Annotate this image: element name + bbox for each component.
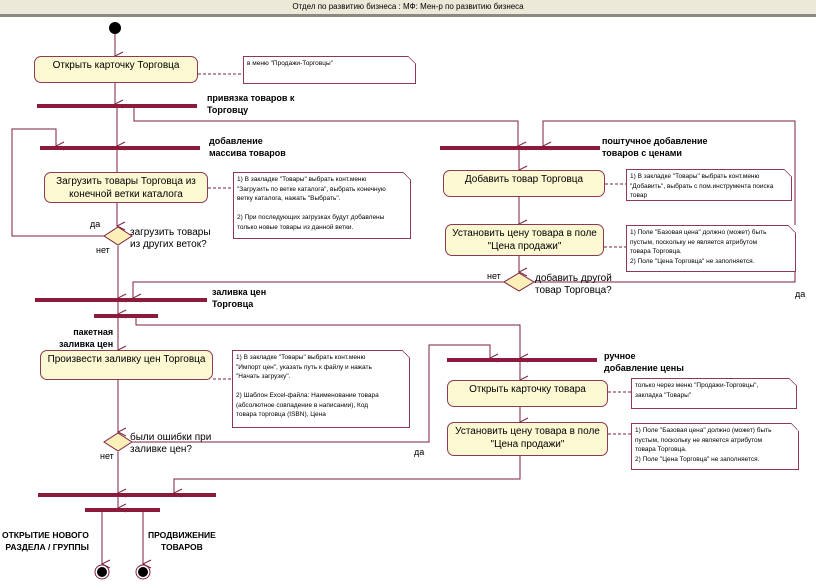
note-price-upload: 1) В закладке "Товары" выбрать конт.меню…	[232, 350, 410, 428]
final-node-promotion	[135, 564, 151, 580]
sync-bar-bind-goods	[37, 104, 197, 108]
decision-other-branches-question: загрузить товары из других веток?	[130, 227, 211, 250]
flow-dec3-yes	[132, 344, 490, 443]
note-open-merchant-card: в меню "Продажи-Торговцы"	[243, 56, 416, 84]
activity-set-price-2[interactable]: Установить цену товара в поле "Цена прод…	[447, 422, 608, 456]
decision-another-good-question: добавить другой товар Торговца?	[535, 273, 612, 296]
flow-to-manual	[135, 318, 520, 358]
decision-another-good-no: нет	[487, 271, 501, 281]
sync-bar-final-split	[85, 508, 160, 512]
decision-upload-errors	[103, 432, 133, 452]
decision-upload-errors-question: были ошибки при заливке цен?	[130, 432, 212, 455]
sync-bar-manual	[447, 358, 597, 362]
note-add-merchant-good: 1) В закладке "Товары" выбрать конт.меню…	[626, 169, 792, 201]
flow-loop-yes	[11, 128, 104, 237]
note-set-price-2: 1) Поле "Базовая цена" должно (может) бы…	[631, 423, 799, 470]
initial-node	[109, 22, 121, 34]
activity-load-goods[interactable]: Загрузить товары Торговца из конечной ве…	[44, 172, 208, 203]
activity-set-price-1[interactable]: Установить цену товара в поле "Цена прод…	[445, 224, 604, 256]
note-open-goods-card: только через меню "Продажи-Торговцы", за…	[631, 378, 797, 409]
sync-bar-bulk-add	[40, 146, 200, 150]
sync-bar-piece-add	[440, 146, 600, 150]
window-title: Отдел по развитию бизнеса : МФ: Мен-р по…	[0, 0, 816, 17]
bar-label-manual-price: ручное добавление цены	[604, 351, 684, 373]
activity-open-merchant-card[interactable]: Открыть карточку Торговца	[34, 56, 198, 83]
activity-price-upload[interactable]: Произвести заливку цен Торговца	[40, 350, 213, 380]
flow-dec2-no	[133, 281, 504, 298]
activity-diagram	[11, 22, 796, 580]
flow-bar1-to-bar3	[133, 107, 518, 146]
bar-label-batch-fill: пакетная заливка цен	[59, 327, 114, 349]
note-load-goods: 1) В закладке "Товары" выбрать конт.меню…	[233, 172, 411, 239]
sync-bar-price-fill	[35, 298, 207, 302]
bar-label-price-fill: заливка цен Торговца	[212, 287, 267, 309]
decision-another-good-yes: да	[795, 289, 806, 299]
note-set-price-1: 1) Поле "Базовая цена" должно (может) бы…	[626, 225, 796, 272]
decision-other-branches-yes: да	[90, 219, 101, 229]
final-node-new-section	[94, 564, 110, 580]
bar-label-bind-goods: привязка товаров к Торговцу	[207, 93, 295, 115]
final-label-promotion: ПРОДВИЖЕНИЕ ТОВАРОВ	[148, 530, 216, 552]
bar-label-bulk-add: добавление массива товаров	[209, 136, 286, 158]
flow-dec2-yes	[534, 120, 796, 283]
decision-other-branches-no: нет	[96, 245, 110, 255]
decision-other-branches	[103, 226, 133, 246]
sync-bar-batch	[94, 314, 158, 318]
final-label-new-section: ОТКРЫТИЕ НОВОГО РАЗДЕЛА / ГРУППЫ	[2, 530, 89, 552]
flow-manual-to-final	[174, 456, 521, 493]
sync-bar-final	[38, 493, 216, 497]
decision-upload-errors-no: нет	[100, 451, 114, 461]
bar-label-piece-add: поштучное добавление товаров с ценами	[602, 136, 708, 158]
activity-add-merchant-good[interactable]: Добавить товар Торговца	[443, 170, 605, 197]
activity-open-goods-card[interactable]: Открыть карточку товара	[447, 380, 608, 407]
decision-upload-errors-yes: да	[414, 447, 425, 457]
decision-another-good	[503, 272, 535, 292]
